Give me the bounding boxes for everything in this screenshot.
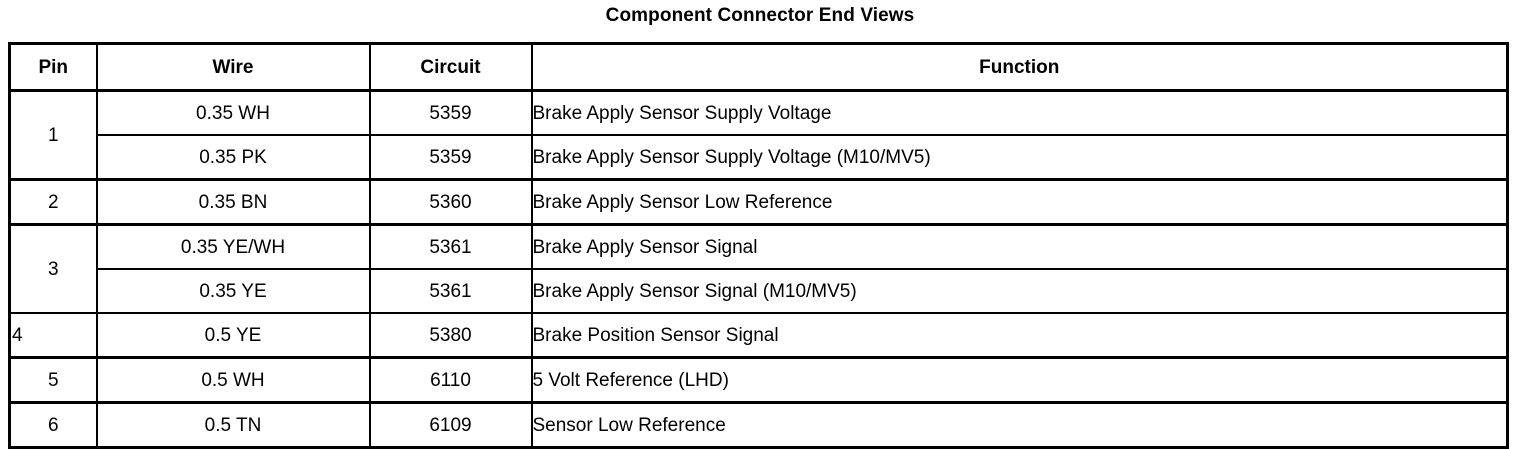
cell-circuit: 5360 [368, 178, 533, 226]
cell-function: Brake Apply Sensor Supply Voltage [530, 89, 1509, 136]
cell-wire: 0.5 TN [95, 401, 371, 449]
cell-circuit: 6110 [368, 356, 533, 404]
cell-wire: 0.35 BN [95, 178, 371, 226]
cell-circuit: 6109 [368, 401, 533, 449]
table-header: Pin Wire Circuit Function [8, 42, 1509, 92]
cell-wire: 0.35 YE [95, 268, 371, 314]
column-header-wire: Wire [95, 42, 371, 92]
column-header-pin: Pin [8, 42, 98, 92]
column-header-function: Function [530, 42, 1509, 92]
cell-pin: 1 [8, 89, 98, 181]
cell-function: Brake Apply Sensor Low Reference [530, 178, 1509, 226]
page-title: Component Connector End Views [605, 5, 915, 26]
cell-pin: 2 [8, 178, 98, 226]
cell-function: Brake Position Sensor Signal [530, 312, 1509, 359]
cell-pin: 5 [8, 356, 98, 404]
cell-circuit: 5359 [368, 89, 533, 136]
cell-circuit: 5380 [368, 312, 533, 359]
cell-wire: 0.5 WH [95, 356, 371, 404]
cell-function: Sensor Low Reference [530, 401, 1509, 449]
cell-circuit: 5361 [368, 223, 533, 270]
cell-pin: 3 [8, 223, 98, 314]
cell-wire: 0.35 YE/WH [95, 223, 371, 270]
cell-wire: 0.5 YE [95, 312, 371, 359]
cell-circuit: 5361 [368, 268, 533, 314]
cell-function: 5 Volt Reference (LHD) [530, 356, 1509, 404]
cell-pin: 4 [8, 312, 98, 359]
table-header-row: Pin Wire Circuit Function [8, 42, 1509, 92]
cell-wire: 0.35 PK [95, 134, 371, 181]
cell-function: Brake Apply Sensor Signal (M10/MV5) [530, 268, 1509, 314]
cell-pin: 6 [8, 401, 98, 449]
column-header-circuit: Circuit [368, 42, 533, 92]
cell-function: Brake Apply Sensor Supply Voltage (M10/M… [530, 134, 1509, 181]
cell-function: Brake Apply Sensor Signal [530, 223, 1509, 270]
cell-wire: 0.35 WH [95, 89, 371, 136]
page-root: Component Connector End Views Pin Wire C… [8, 5, 1509, 449]
cell-circuit: 5359 [368, 134, 533, 181]
